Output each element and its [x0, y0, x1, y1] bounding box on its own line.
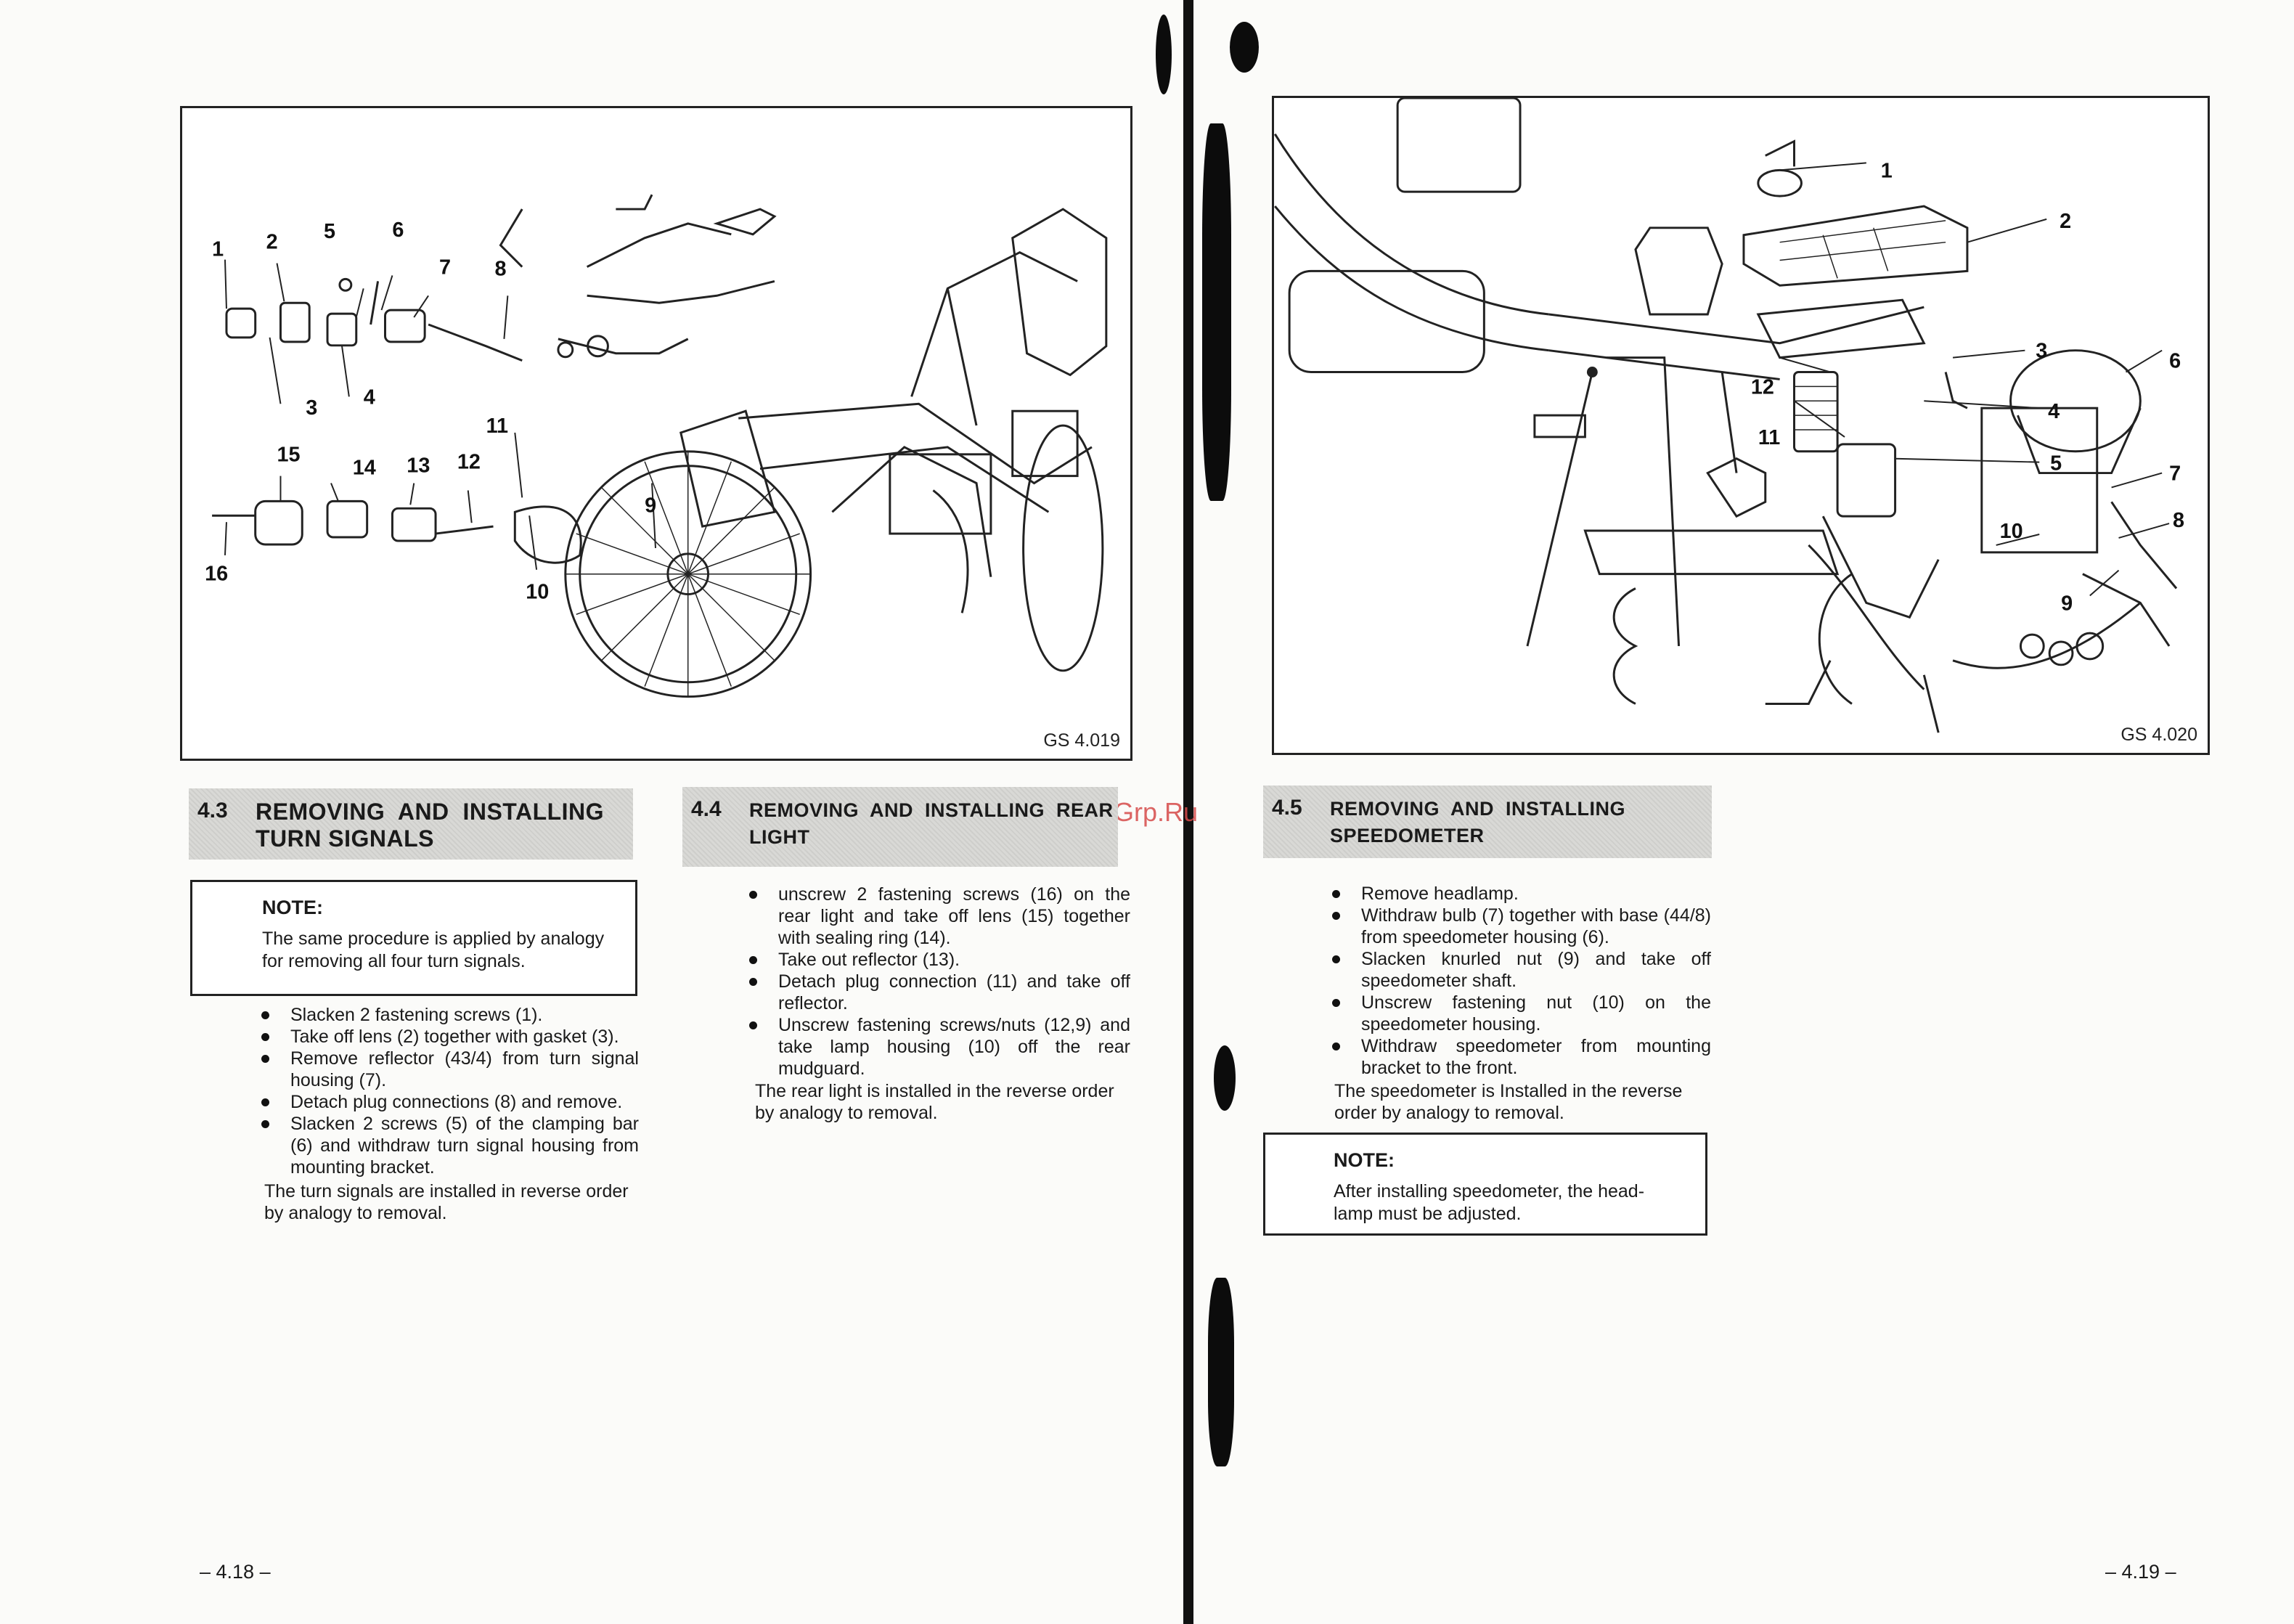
step-list: unscrew 2 fastening screws (16) on the r… [749, 884, 1130, 1080]
list-item: Withdraw speedometer from mounting brack… [1332, 1035, 1711, 1079]
callout-10: 10 [526, 580, 549, 603]
section-heading-4-5: 4.5 REMOVING AND INSTALLING SPEEDOMETER [1263, 786, 1712, 858]
list-item: Take off lens (2) together with gasket (… [261, 1026, 639, 1048]
section-title-line: REMOVING AND INSTALLING [1330, 798, 1625, 820]
callout-6: 6 [392, 219, 404, 242]
speedometer-exploded-view: 1 2 3 4 5 6 7 8 9 10 11 12 [1274, 98, 2184, 733]
callout-9: 9 [645, 494, 656, 517]
gutter-smudge [1208, 1278, 1234, 1466]
callout-5: 5 [324, 220, 335, 243]
note-text: for removing all four turn signals. [262, 951, 526, 971]
list-item: Detach plug connection (11) and take off… [749, 971, 1130, 1014]
section-number: 4.5 [1272, 796, 1302, 820]
step-list: Remove headlamp. Withdraw bulb (7) toget… [1332, 883, 1711, 1079]
callout-15: 15 [277, 444, 300, 467]
callout-2: 2 [266, 231, 278, 254]
callout-3: 3 [306, 396, 317, 420]
figure-turn-signals-rear-light: 1 2 3 4 5 6 7 8 9 10 11 12 13 14 15 16 G… [180, 106, 1132, 761]
section-title-line: REMOVING AND INSTALLING [256, 799, 605, 825]
section-title: REMOVING AND INSTALLING TURN SIGNALS [256, 788, 604, 860]
list-item: Slacken 2 fastening screws (1). [261, 1004, 639, 1026]
callout-2: 2 [2060, 210, 2071, 233]
list-item: Detach plug connections (8) and remove. [261, 1091, 639, 1113]
callout-4: 4 [364, 385, 375, 409]
list-item: Unscrew fastening nut (10) on the speedo… [1332, 992, 1711, 1035]
exploded-view-drawing: 1 2 3 4 5 6 7 8 9 10 11 12 13 14 15 16 [205, 194, 1108, 698]
section-heading-4-3: 4.3 REMOVING AND INSTALLING TURN SIGNALS [189, 788, 633, 860]
figure-code: GS 4.019 [1043, 730, 1120, 751]
section-number: 4.3 [197, 799, 228, 823]
callout-1: 1 [1881, 159, 1893, 182]
callout-7: 7 [439, 256, 451, 279]
callout-1: 1 [212, 238, 224, 261]
gutter-smudge [1156, 15, 1172, 94]
section-title-line: SPEEDOMETER [1330, 825, 1485, 846]
callout-4: 4 [2048, 400, 2060, 423]
list-item: Slacken knurled nut (9) and take off spe… [1332, 948, 1711, 992]
section-title: REMOVING AND INSTALLING REAR LIGHT [749, 787, 1114, 867]
closing-paragraph: The speedometer is Installed in the reve… [1334, 1081, 1683, 1123]
section-title-line: LIGHT [749, 826, 810, 848]
section-number: 4.4 [691, 797, 722, 821]
list-item: Slacken 2 screws (5) of the clamping bar… [261, 1113, 639, 1178]
note-title: NOTE: [262, 897, 323, 918]
gutter-smudge [1230, 22, 1259, 73]
list-item: Withdraw bulb (7) together with base (44… [1332, 905, 1711, 948]
note-box: NOTE: After installing speedometer, the … [1263, 1133, 1707, 1236]
callout-16: 16 [205, 563, 228, 586]
step-list: Slacken 2 fastening screws (1). Take off… [261, 1004, 639, 1178]
callout-7: 7 [2169, 462, 2181, 485]
note-text: lamp must be adjusted. [1334, 1204, 1522, 1224]
gutter-smudge [1214, 1045, 1236, 1111]
page-number: – 4.18 – [200, 1561, 271, 1583]
callout-11: 11 [486, 415, 508, 438]
page-number: – 4.19 – [2105, 1561, 2176, 1583]
callout-8: 8 [494, 257, 506, 280]
page-gutter [1183, 0, 1193, 1624]
callout-11: 11 [1758, 426, 1780, 449]
figure-speedometer: 1 2 3 4 5 6 7 8 9 10 11 12 GS 4.020 [1272, 96, 2210, 755]
callout-3: 3 [2036, 340, 2047, 363]
callout-8: 8 [2173, 509, 2184, 532]
gutter-smudge [1202, 123, 1231, 501]
callout-5: 5 [2050, 452, 2062, 476]
list-item: unscrew 2 fastening screws (16) on the r… [749, 884, 1130, 949]
list-item: Take out reflector (13). [749, 949, 1130, 971]
callout-9: 9 [2061, 592, 2073, 615]
note-box: NOTE: The same procedure is applied by a… [190, 880, 637, 996]
figure-code: GS 4.020 [2120, 725, 2197, 745]
callout-10: 10 [2000, 520, 2023, 543]
list-item: Unscrew fastening screws/nuts (12,9) and… [749, 1014, 1130, 1080]
note-title: NOTE: [1334, 1149, 1395, 1171]
closing-paragraph: The rear light is installed in the rever… [755, 1081, 1114, 1123]
callout-6: 6 [2169, 350, 2181, 373]
callout-12: 12 [457, 451, 481, 474]
section-title-line: REMOVING AND INSTALLING REAR [749, 799, 1114, 821]
note-text: The same procedure is applied by analogy [262, 929, 605, 949]
callout-14: 14 [353, 457, 376, 480]
closing-paragraph: The turn signals are installed in revers… [264, 1181, 629, 1223]
list-item: Remove reflector (43/4) from turn signal… [261, 1048, 639, 1091]
section-title-line: TURN SIGNALS [256, 825, 434, 852]
callout-12: 12 [1751, 375, 1774, 399]
callout-13: 13 [407, 454, 430, 478]
note-text: After installing speedometer, the head- [1334, 1181, 1645, 1201]
section-heading-4-4: 4.4 REMOVING AND INSTALLING REAR LIGHT [682, 787, 1118, 867]
section-title: REMOVING AND INSTALLING SPEEDOMETER [1330, 786, 1625, 858]
list-item: Remove headlamp. [1332, 883, 1711, 905]
